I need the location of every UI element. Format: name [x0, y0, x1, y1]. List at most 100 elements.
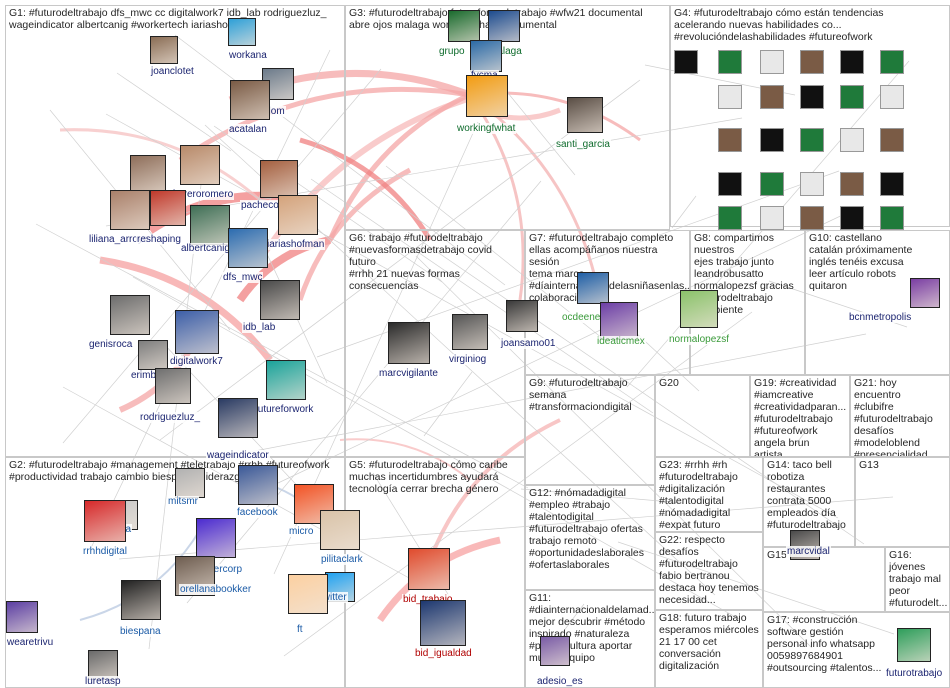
edge: [89, 49, 331, 551]
node-label: rodriguezluz_: [139, 412, 202, 423]
avatar: [260, 160, 298, 198]
avatar: [180, 145, 220, 185]
logo-icon: [840, 172, 864, 196]
avatar: [121, 580, 161, 620]
logo-icon: [880, 128, 904, 152]
node-label: workana: [228, 50, 268, 61]
avatar: [228, 228, 268, 268]
group-g1: G1: #futurodeltrabajo dfs_mwc cc digital…: [5, 5, 345, 457]
group-title: G23: #rrhh #rh #futurodeltrabajo #digita…: [659, 459, 738, 531]
edge: [256, 210, 852, 494]
node-label: santi_garcia: [555, 139, 611, 150]
edge: [59, 128, 261, 202]
logo-icon: [800, 128, 824, 152]
group-g6: G6: trabajo #futurodeltrabajo #nuevasfor…: [345, 230, 525, 457]
node-label: cferreroromero: [166, 189, 235, 200]
edge: [423, 371, 473, 437]
avatar: [150, 190, 186, 226]
group-g13: G13: [855, 457, 950, 547]
edge: [116, 72, 232, 152]
group-title: G11: #diainternacionaldelamad... mejor d…: [529, 592, 655, 664]
logo-icon: [880, 50, 904, 74]
avatar: [110, 295, 150, 335]
avatar: [506, 300, 538, 332]
node-label: ideaticmex: [596, 336, 646, 347]
group-title: G21: hoy encuentro #clubifre #futurodelt…: [854, 377, 937, 457]
node-label: pacheco: [240, 200, 280, 211]
edge: [217, 333, 867, 459]
avatar: [260, 280, 300, 320]
avatar: [448, 10, 480, 42]
edge: [795, 427, 809, 445]
group-title: G18: futuro trabajo esperamos miércoles …: [659, 612, 759, 672]
edge: [62, 68, 382, 444]
logo-icon: [760, 206, 784, 230]
avatar: [452, 314, 488, 350]
group-title: G22: respecto desafíos #futurodeltrabajo…: [659, 534, 759, 606]
node-label: digitalwork7: [169, 356, 224, 367]
logo-icon: [718, 206, 742, 230]
group-title: G1: #futurodeltrabajo dfs_mwc cc digital…: [9, 7, 327, 31]
edge: [327, 87, 481, 241]
group-g18: G18: futuro trabajo esperamos miércoles …: [655, 610, 763, 688]
group-g23: G23: #rrhh #rh #futurodeltrabajo #digita…: [655, 457, 763, 532]
group-title: G14: taco bell robotiza restaurantes con…: [767, 459, 846, 531]
node-label: orellanabookker: [179, 584, 253, 595]
avatar: [6, 601, 38, 633]
logo-icon: [718, 85, 742, 109]
group-g12: G12: #nómadadigital #empleo #trabajo #ta…: [525, 485, 655, 590]
edge: [186, 180, 542, 604]
edge: [297, 167, 412, 301]
node-label: albertcanig: [180, 243, 231, 254]
logo-icon: [760, 172, 784, 196]
node-label: pilitaclark: [320, 554, 364, 565]
avatar: [540, 636, 570, 666]
avatar: [910, 278, 940, 308]
group-title: G2: #futurodeltrabajo #management #telet…: [9, 459, 330, 483]
node-label: dfs_mwc: [222, 272, 264, 283]
avatar: [175, 310, 219, 354]
edge: [671, 195, 697, 229]
node-label: virginiog: [448, 354, 488, 365]
avatar: [110, 190, 150, 230]
group-title: G4: #futurodeltrabajo cómo están tendenc…: [674, 7, 884, 43]
node-label: twitter: [319, 592, 348, 603]
group-title: G5: #futurodeltrabajo cómo caribe muchas…: [349, 459, 508, 495]
avatar: [600, 302, 638, 340]
group-g9: G9: #futurodeltrabajo semana #transforma…: [525, 375, 655, 485]
group-title: G9: #futurodeltrabajo semana #transforma…: [529, 377, 632, 413]
avatar: [175, 468, 205, 498]
group-g17: G17: #construcción software gestión pers…: [763, 612, 950, 688]
avatar: [488, 10, 520, 42]
edge: [299, 137, 433, 242]
logo-icon: [718, 50, 742, 74]
group-g4: G4: #futurodeltrabajo cómo están tendenc…: [670, 5, 950, 227]
edge: [520, 488, 684, 504]
logo-icon: [880, 172, 904, 196]
avatar: [228, 18, 256, 46]
group-g19: G19: #creatividad #iamcreative #creativi…: [750, 375, 850, 457]
avatar: [196, 518, 236, 558]
logo-icon: [800, 172, 824, 196]
group-title: G20: [659, 377, 679, 389]
avatar: [577, 272, 609, 304]
avatar: [266, 360, 306, 400]
node-label: ocdeenespanol: [561, 312, 631, 323]
logo-icon: [880, 206, 904, 230]
logo-icon: [880, 85, 904, 109]
avatar: [155, 368, 191, 404]
logo-icon: [674, 50, 698, 74]
node-label: acatalan: [228, 124, 268, 135]
node-label: erimba: [130, 370, 163, 381]
avatar: [567, 97, 603, 133]
avatar: [130, 155, 166, 191]
edge: [35, 223, 529, 489]
node-label: reshaping: [136, 234, 182, 245]
node-label: iariashofman: [266, 239, 326, 250]
logo-icon: [840, 206, 864, 230]
avatar: [138, 340, 168, 370]
edge: [178, 86, 471, 163]
avatar: [897, 628, 931, 662]
edge: [283, 311, 753, 657]
avatar: [150, 36, 178, 64]
